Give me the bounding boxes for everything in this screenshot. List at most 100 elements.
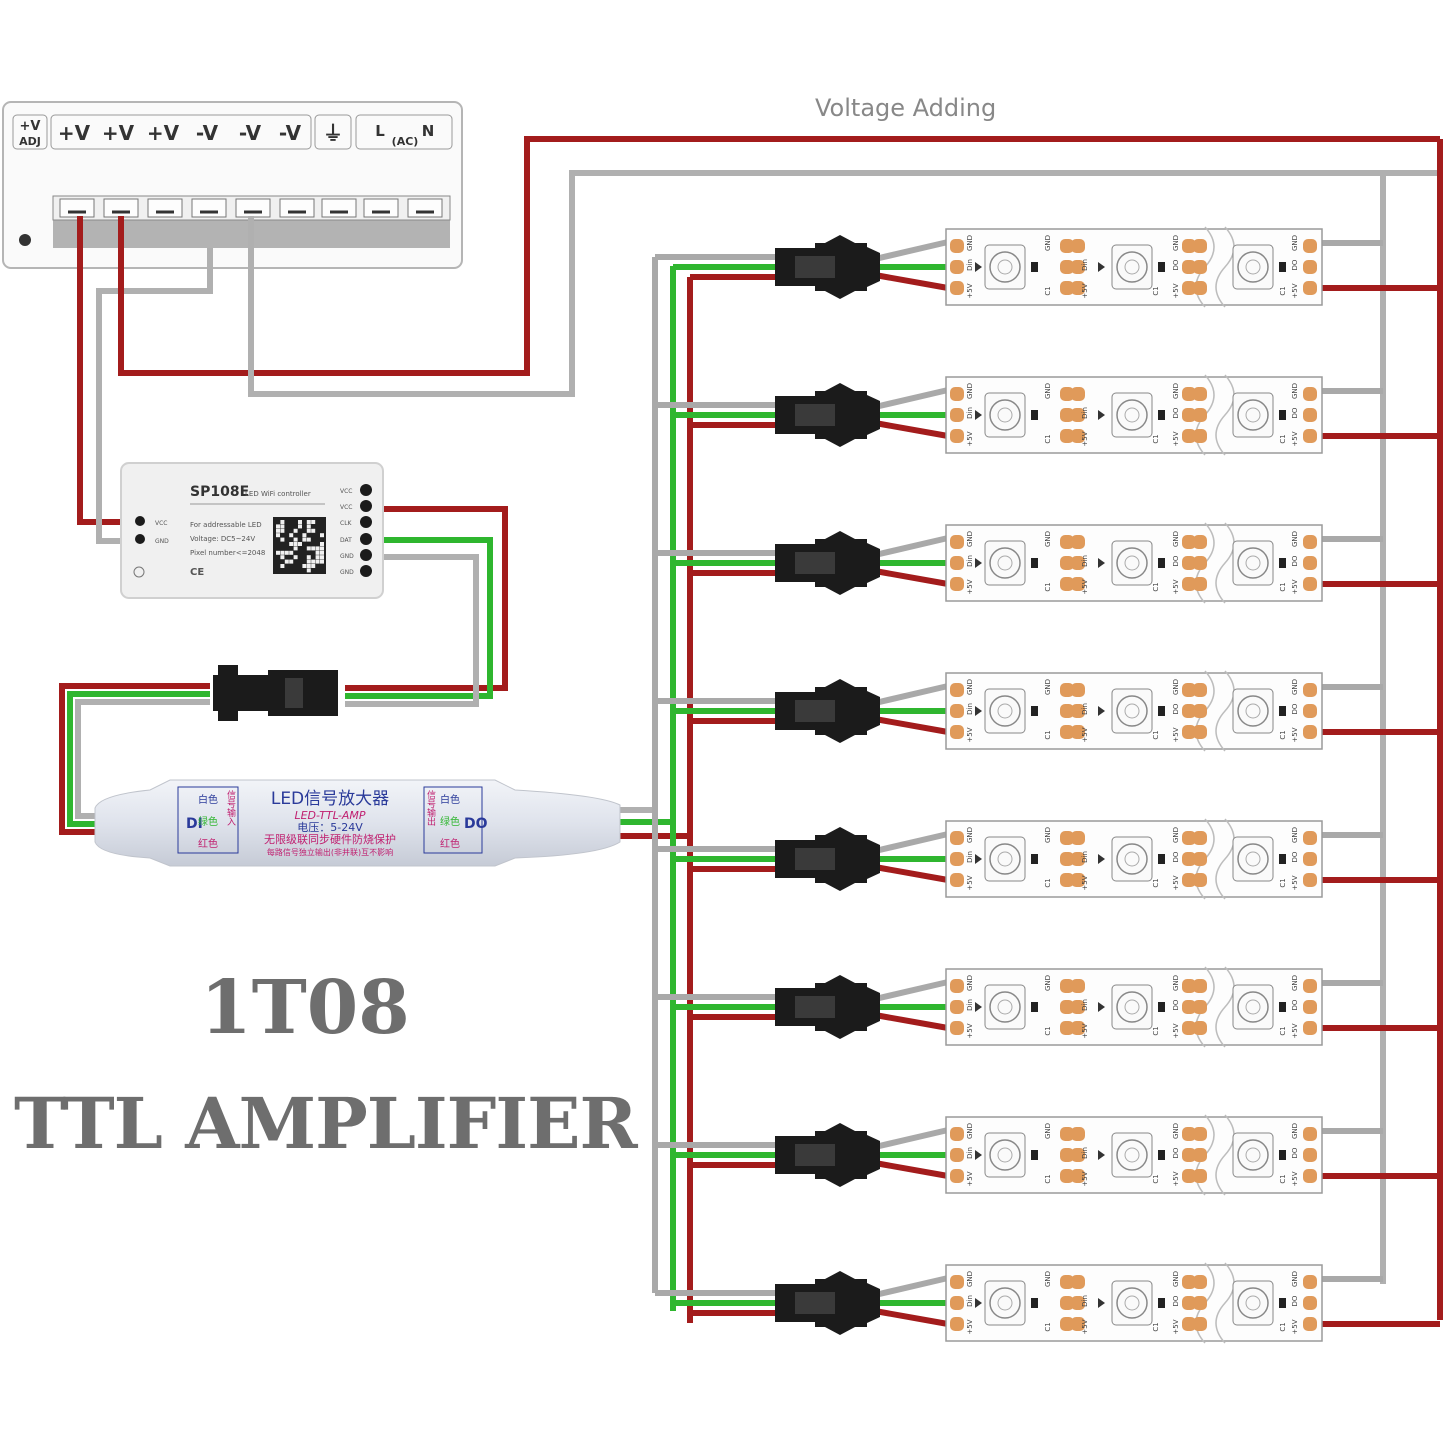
- solder-pad: [1071, 725, 1085, 739]
- solder-pad: [1060, 831, 1074, 845]
- ce-mark: CE: [190, 567, 204, 578]
- strip-pin-label: DO: [1172, 1147, 1180, 1158]
- solder-pad: [1060, 408, 1074, 422]
- direction-arrow-icon: [975, 854, 982, 864]
- solder-pad: [1060, 704, 1074, 718]
- wifi-controller: SP108E LED WiFi controller For addressab…: [120, 462, 384, 599]
- solder-pad: [1071, 1127, 1085, 1141]
- strip-pin-label: GND: [1044, 975, 1052, 991]
- solder-pad: [950, 725, 964, 739]
- controller-power-pin-label: GND: [155, 538, 169, 545]
- strip-connector: [775, 827, 880, 891]
- strip-pin-label: Din: [1081, 555, 1089, 567]
- strip-pin-label: GND: [966, 827, 974, 843]
- screw-terminal: [103, 198, 139, 218]
- strip-pin-label: +5V: [1081, 1171, 1089, 1186]
- solder-pad: [1303, 1127, 1317, 1141]
- capacitor: [1279, 1150, 1286, 1160]
- solder-pad: [1193, 979, 1207, 993]
- solder-pad: [1071, 429, 1085, 443]
- amp-do-label: DO: [464, 816, 488, 832]
- solder-pad: [1071, 556, 1085, 570]
- solder-pad: [1193, 260, 1207, 274]
- solder-pad: [1071, 1275, 1085, 1289]
- amp-voltage: 电压：5-24V: [297, 821, 363, 834]
- solder-pad: [1071, 1296, 1085, 1310]
- solder-pad: [950, 704, 964, 718]
- strip-pin-label: GND: [1172, 827, 1180, 843]
- strip-pin-label: GND: [1291, 679, 1299, 695]
- strip-connector: [775, 531, 880, 595]
- solder-pad: [1303, 704, 1317, 718]
- strip-pin-label: C1: [1279, 1174, 1287, 1183]
- solder-pad: [950, 1296, 964, 1310]
- solder-pad: [1193, 281, 1207, 295]
- solder-pad: [1182, 725, 1196, 739]
- pin-label: CLK: [340, 520, 353, 527]
- solder-pad: [1071, 1317, 1085, 1331]
- solder-pad: [1193, 387, 1207, 401]
- controller-model: SP108E: [190, 484, 249, 500]
- wires: [59, 136, 1443, 1327]
- ac-n-label: N: [422, 122, 435, 140]
- solder-pad: [1303, 852, 1317, 866]
- solder-pad: [1071, 408, 1085, 422]
- solder-pad: [1193, 852, 1207, 866]
- solder-pad: [1071, 1169, 1085, 1183]
- direction-arrow-icon: [975, 706, 982, 716]
- strip-pin-label: Din: [1081, 703, 1089, 715]
- strip-pin-label: +5V: [1291, 579, 1299, 594]
- solder-pad: [1193, 683, 1207, 697]
- solder-pad: [1071, 831, 1085, 845]
- solder-pad: [1303, 873, 1317, 887]
- strip-pin-label: +5V: [1081, 1319, 1089, 1334]
- solder-pad: [1303, 387, 1317, 401]
- solder-pad: [1193, 429, 1207, 443]
- strip-pin-label: +5V: [1172, 1171, 1180, 1186]
- capacitor: [1279, 410, 1286, 420]
- controller-power-terminal: [135, 534, 145, 544]
- solder-pad: [1193, 725, 1207, 739]
- strip-pin-label: GND: [1291, 1271, 1299, 1287]
- solder-pad: [1182, 1317, 1196, 1331]
- screw-terminal: [279, 198, 315, 218]
- solder-pad: [1193, 556, 1207, 570]
- solder-pad: [1193, 1021, 1207, 1035]
- solder-pad: [1071, 535, 1085, 549]
- solder-pad: [1060, 535, 1074, 549]
- solder-pad: [1193, 704, 1207, 718]
- strip-pin-label: +5V: [1172, 283, 1180, 298]
- strip-pin-label: DO: [1291, 1295, 1299, 1306]
- solder-pad: [1060, 577, 1074, 591]
- strip-pin-label: Din: [966, 555, 974, 567]
- strip-pin-label: +5V: [966, 1171, 974, 1186]
- amp-wire-white: 白色: [440, 793, 460, 806]
- adjust-knob-icon: [19, 234, 31, 246]
- strip-pin-label: +5V: [1081, 875, 1089, 890]
- solder-pad: [1193, 873, 1207, 887]
- ground-symbol: ⏚: [323, 121, 343, 145]
- direction-arrow-icon: [1098, 1150, 1105, 1160]
- solder-pad: [1303, 1296, 1317, 1310]
- terminal-label: +V: [58, 121, 91, 145]
- solder-pad: [1193, 1275, 1207, 1289]
- capacitor: [1158, 854, 1165, 864]
- controller-power-terminal: [135, 516, 145, 526]
- solder-pad: [1303, 556, 1317, 570]
- strip-pin-label: C1: [1279, 730, 1287, 739]
- solder-pad: [1303, 429, 1317, 443]
- amp-wire-green: 绿色: [198, 815, 218, 828]
- strip-pin-label: GND: [966, 235, 974, 251]
- solder-pad: [1060, 852, 1074, 866]
- strip-pin-label: C1: [1152, 1174, 1160, 1183]
- power-supply: +V ADJ +V +V +V -V -V -V ⏚ L (AC) N: [2, 101, 463, 269]
- solder-pad: [950, 683, 964, 697]
- capacitor: [1279, 262, 1286, 272]
- solder-pad: [1071, 873, 1085, 887]
- strip-pin-label: +5V: [966, 1319, 974, 1334]
- strip-pin-label: DO: [1172, 999, 1180, 1010]
- solder-pad: [1303, 1021, 1317, 1035]
- solder-pad: [1060, 979, 1074, 993]
